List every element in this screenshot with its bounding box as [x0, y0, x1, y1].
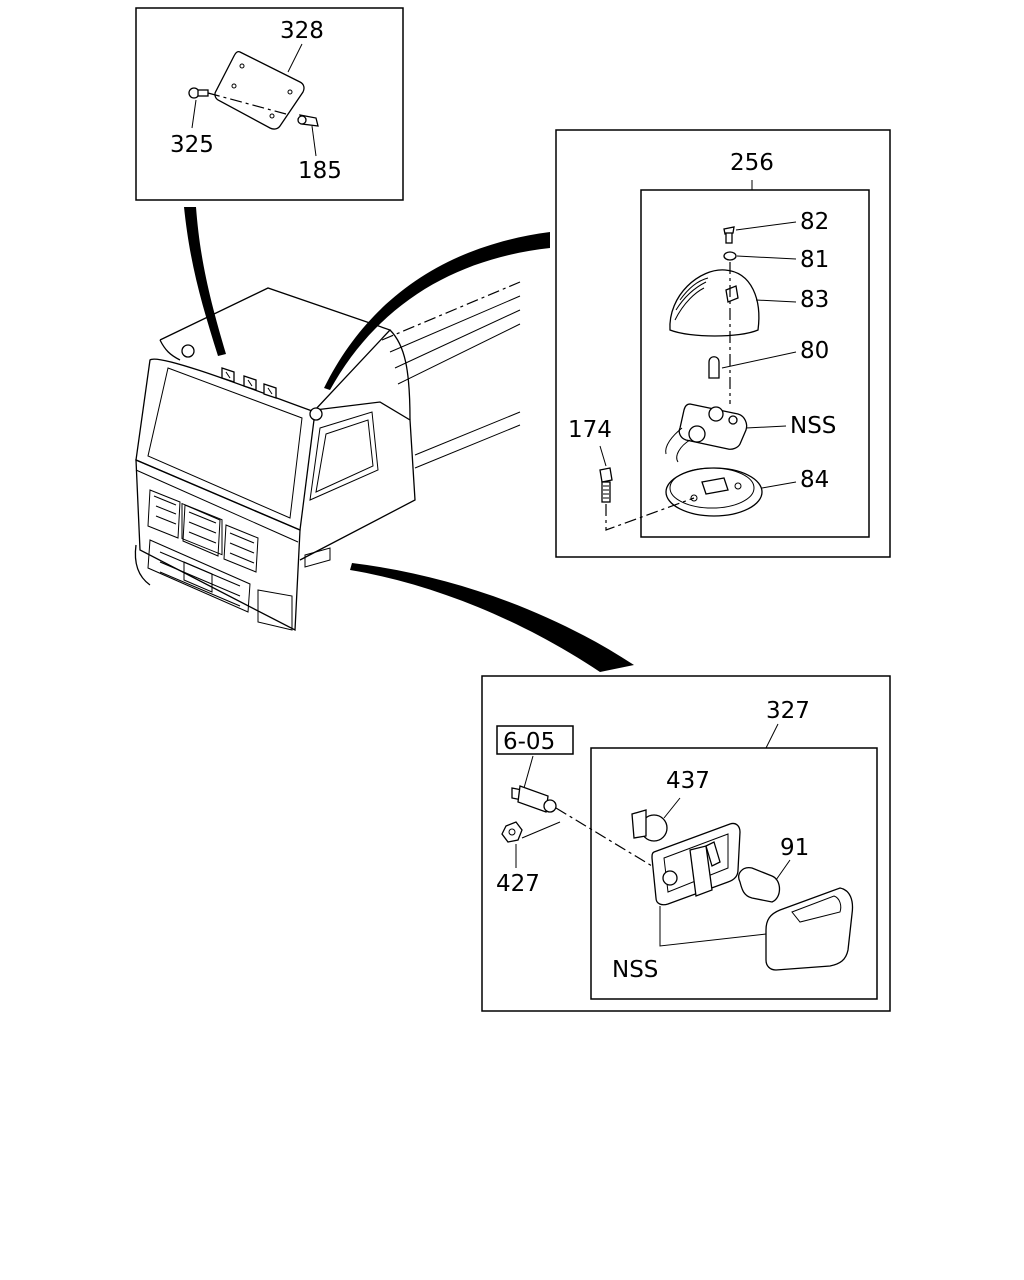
reference-6-05-box: [496, 725, 574, 755]
label-327: 327: [766, 698, 810, 724]
label-437: 437: [666, 768, 710, 794]
label-84: 84: [800, 467, 829, 493]
label-nss-side-lamp: NSS: [612, 957, 658, 983]
label-256: 256: [730, 150, 774, 176]
leader-arcs: [184, 207, 634, 672]
detail-box-marker-lamp: 256 82 81 83 80 NSS: [555, 129, 891, 558]
label-91: 91: [780, 835, 809, 861]
label-nss-lamp: NSS: [790, 413, 836, 439]
detail-box-side-lamp: 327 6-05 427 437 91: [481, 675, 891, 1012]
truck-cab-illustration: [134, 281, 521, 632]
label-427: 427: [496, 871, 540, 897]
label-82: 82: [800, 209, 829, 235]
detail-box-roof-plate: 328 325 185: [135, 7, 404, 201]
label-81: 81: [800, 247, 829, 273]
label-83: 83: [800, 287, 829, 313]
label-328: 328: [280, 18, 324, 44]
label-185: 185: [298, 158, 342, 184]
label-ref-6-05: 6-05: [503, 729, 555, 755]
label-80: 80: [800, 338, 829, 364]
label-325: 325: [170, 132, 214, 158]
label-174: 174: [568, 417, 612, 443]
